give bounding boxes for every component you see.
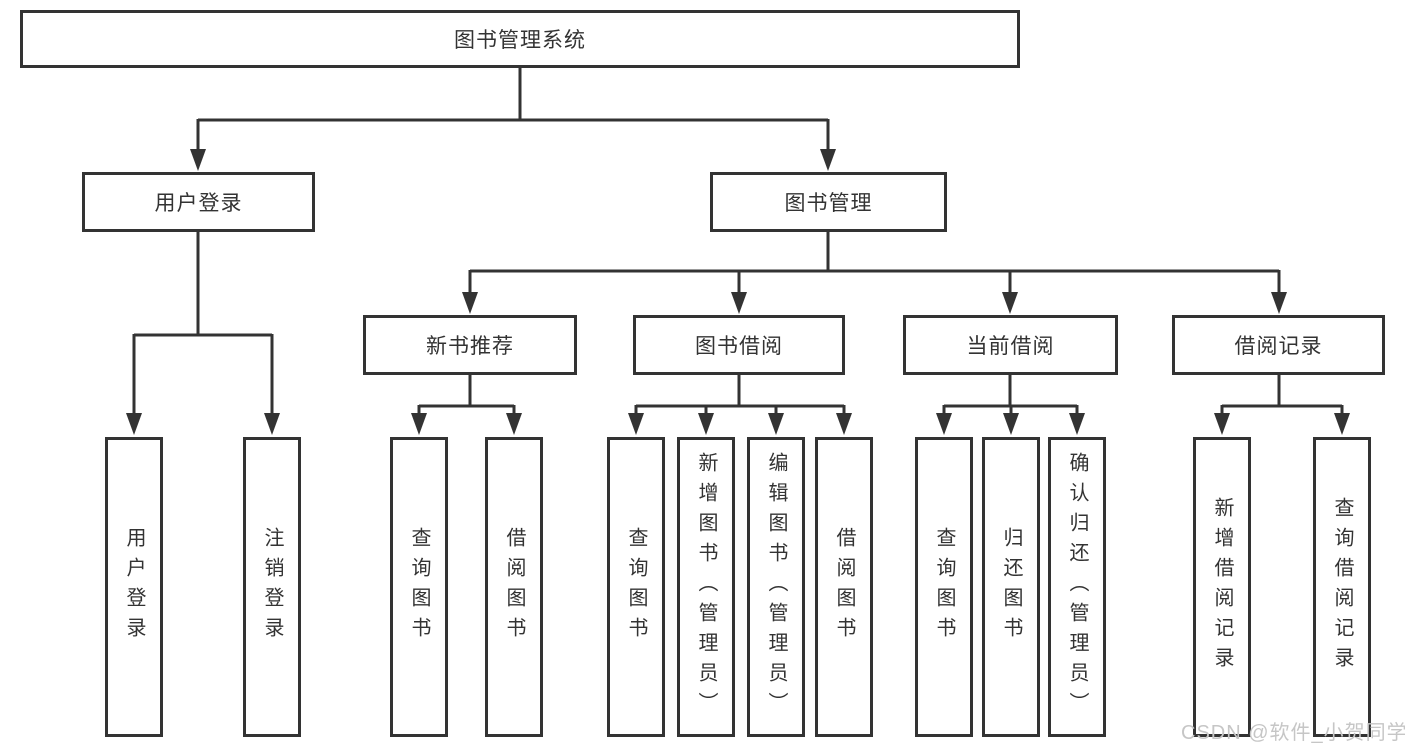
arrow-down-icon (820, 149, 836, 171)
arrow-down-icon (126, 413, 142, 435)
node-label: 新书推荐 (426, 335, 514, 358)
arrow-down-icon (936, 413, 952, 435)
arrow-down-icon (1334, 413, 1350, 435)
leaf-user-login: 用户登录 (105, 437, 163, 737)
node-label: 图书管理系统 (454, 29, 586, 52)
node-label: 编辑图书（管理员） (765, 452, 787, 722)
arrow-down-icon (628, 413, 644, 435)
node-new-book-recommend: 新书推荐 (363, 315, 577, 375)
arrow-down-icon (768, 413, 784, 435)
node-label: 查询图书 (933, 527, 955, 647)
node-book-borrow: 图书借阅 (633, 315, 845, 375)
leaf-borrow-books-recommend: 借阅图书 (485, 437, 543, 737)
arrowheads (126, 149, 1350, 435)
leaf-return-books: 归还图书 (982, 437, 1040, 737)
arrow-down-icon (1069, 413, 1085, 435)
node-label: 查询图书 (625, 527, 647, 647)
leaf-query-books-recommend: 查询图书 (390, 437, 448, 737)
arrow-down-icon (731, 292, 747, 314)
arrow-down-icon (506, 413, 522, 435)
csdn-watermark: CSDN @软件_小贺同学 (1181, 722, 1405, 744)
node-label: 借阅记录 (1234, 335, 1323, 358)
node-label: 用户登录 (154, 192, 243, 215)
node-label: 当前借阅 (966, 335, 1055, 358)
arrow-down-icon (836, 413, 852, 435)
node-borrow-records: 借阅记录 (1172, 315, 1385, 375)
arrow-down-icon (264, 413, 280, 435)
arrow-down-icon (1003, 413, 1019, 435)
arrow-down-icon (462, 292, 478, 314)
leaf-borrow-books: 借阅图书 (815, 437, 873, 737)
node-label: 查询图书 (408, 527, 430, 647)
arrow-down-icon (190, 149, 206, 171)
arrow-down-icon (1002, 292, 1018, 314)
node-label: 图书管理 (784, 192, 873, 215)
node-user-login-group: 用户登录 (82, 172, 315, 232)
leaf-add-books-admin: 新增图书（管理员） (677, 437, 735, 737)
node-label: 新增借阅记录 (1211, 497, 1233, 677)
node-label: 注销登录 (261, 527, 283, 647)
leaf-edit-books-admin: 编辑图书（管理员） (747, 437, 805, 737)
node-label: 确认归还（管理员） (1066, 452, 1088, 722)
node-label: 借阅图书 (833, 527, 855, 647)
leaf-logout: 注销登录 (243, 437, 301, 737)
node-label: 归还图书 (1000, 527, 1022, 647)
node-book-management: 图书管理 (710, 172, 947, 232)
node-library-management-system: 图书管理系统 (20, 10, 1020, 68)
node-current-borrow: 当前借阅 (903, 315, 1118, 375)
arrow-down-icon (1214, 413, 1230, 435)
leaf-query-books-borrow: 查询图书 (607, 437, 665, 737)
node-label: 图书借阅 (695, 335, 783, 358)
leaf-add-borrow-record: 新增借阅记录 (1193, 437, 1251, 737)
arrow-down-icon (411, 413, 427, 435)
arrow-down-icon (1271, 292, 1287, 314)
leaf-query-borrow-record: 查询借阅记录 (1313, 437, 1371, 737)
arrow-down-icon (698, 413, 714, 435)
node-label: 查询借阅记录 (1331, 497, 1353, 677)
node-label: 用户登录 (123, 527, 145, 647)
leaf-confirm-return-admin: 确认归还（管理员） (1048, 437, 1106, 737)
node-label: 借阅图书 (503, 527, 525, 647)
leaf-query-books-current: 查询图书 (915, 437, 973, 737)
node-label: 新增图书（管理员） (695, 452, 717, 722)
